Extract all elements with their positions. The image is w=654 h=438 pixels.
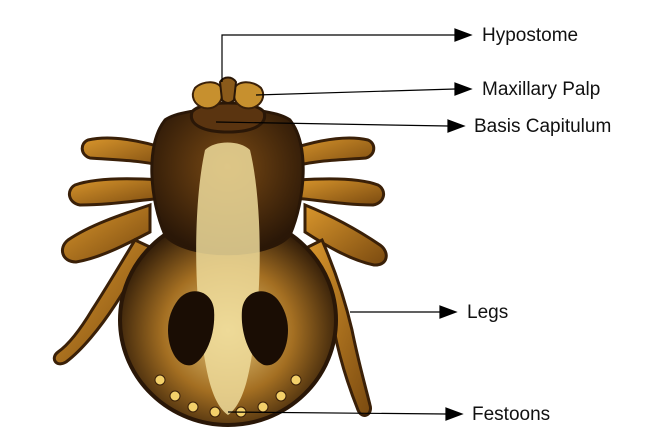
label-hypostome: Hypostome xyxy=(482,26,578,45)
callout-legs xyxy=(350,306,456,318)
label-legs: Legs xyxy=(467,303,508,322)
label-maxillary-palp: Maxillary Palp xyxy=(482,80,600,99)
tick-maxillary-palp-left xyxy=(193,82,222,108)
label-basis-capitulum: Basis Capitulum xyxy=(474,117,611,136)
callout-hypostome xyxy=(222,29,471,82)
leg-right-2 xyxy=(294,179,384,205)
callout-maxillary-palp xyxy=(256,83,471,95)
label-festoons: Festoons xyxy=(472,405,550,424)
leg-left-2 xyxy=(69,179,165,205)
